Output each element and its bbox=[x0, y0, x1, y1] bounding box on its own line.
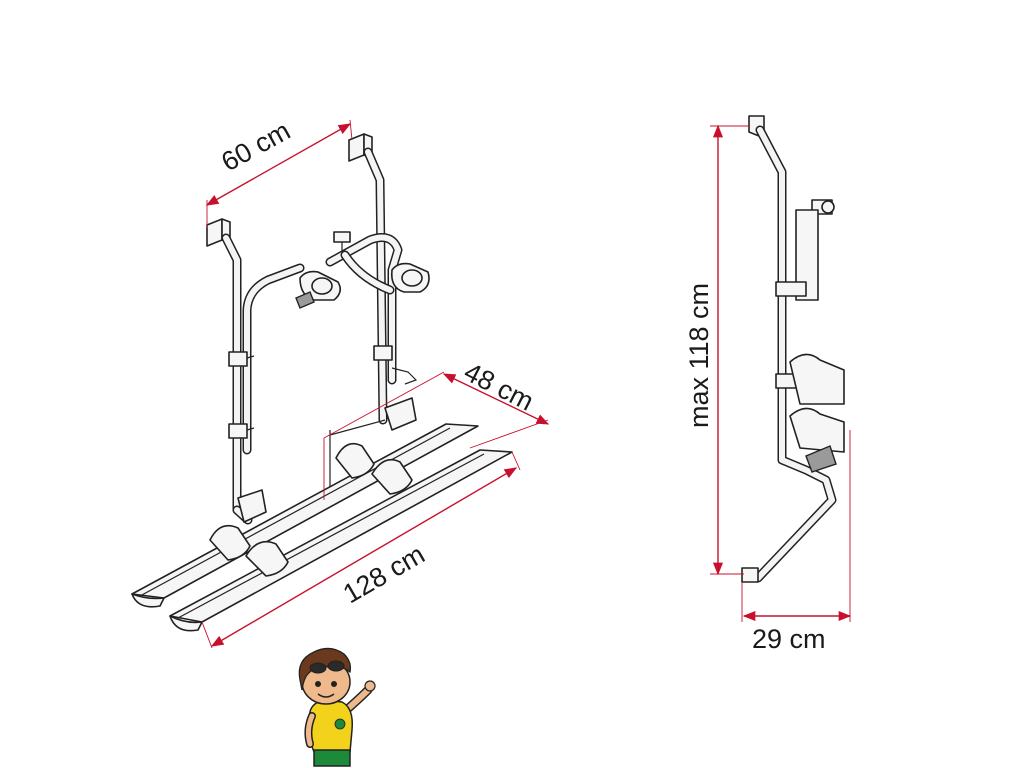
dimension-side-depth: 29 cm bbox=[741, 430, 852, 654]
side-main-tube bbox=[753, 125, 837, 583]
tightening-knob-top bbox=[333, 231, 351, 252]
mascot-boy-icon bbox=[298, 647, 376, 767]
bike-rack-perspective-view bbox=[131, 133, 513, 632]
upper-arch-frame bbox=[242, 233, 403, 455]
dimension-height: max 118 cm bbox=[684, 124, 750, 576]
side-depth-label: 29 cm bbox=[752, 624, 826, 654]
left-upright-tube bbox=[221, 233, 242, 515]
depth-label: 48 cm bbox=[459, 357, 538, 417]
width-label: 60 cm bbox=[216, 115, 295, 177]
length-label: 128 cm bbox=[338, 539, 430, 609]
right-tube-clamps bbox=[373, 345, 418, 385]
bike-rack-side-view bbox=[741, 115, 845, 583]
bike-holder-arm-right bbox=[390, 262, 430, 293]
side-bottom-foot bbox=[741, 567, 759, 583]
dimension-width: 60 cm bbox=[205, 115, 353, 228]
height-label: max 118 cm bbox=[684, 283, 714, 428]
left-tube-clamps bbox=[228, 351, 255, 439]
side-arm-clamps bbox=[775, 209, 819, 389]
rail-rear bbox=[131, 423, 479, 608]
bike-holder-arm-left bbox=[295, 270, 342, 309]
right-upright-tube bbox=[363, 147, 388, 425]
side-wheel-holders bbox=[789, 353, 845, 473]
